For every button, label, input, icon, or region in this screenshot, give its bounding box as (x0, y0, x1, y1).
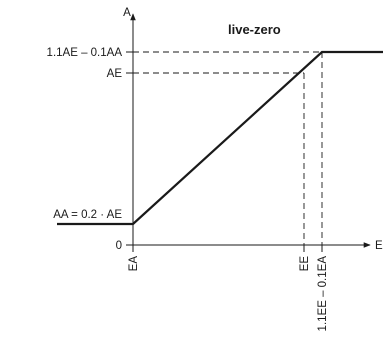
x-tick-label-ea: EA (128, 256, 140, 272)
y-axis-title: A (123, 7, 131, 19)
chart-title: live-zero (228, 22, 281, 37)
y-tick-label-max: 1.1AE – 0.1AA (47, 47, 123, 59)
y-tick-label-0: 0 (116, 240, 122, 252)
y-tick-label-aa: AA = 0.2 · AE (53, 209, 122, 221)
y-tick-label-ae: AE (107, 68, 123, 80)
x-tick-label-max: 1.1EE – 0.1EA (317, 256, 329, 332)
x-tick-label-ee: EE (299, 256, 311, 272)
x-axis-title: E (375, 240, 383, 252)
characteristic-curve (57, 50, 383, 226)
